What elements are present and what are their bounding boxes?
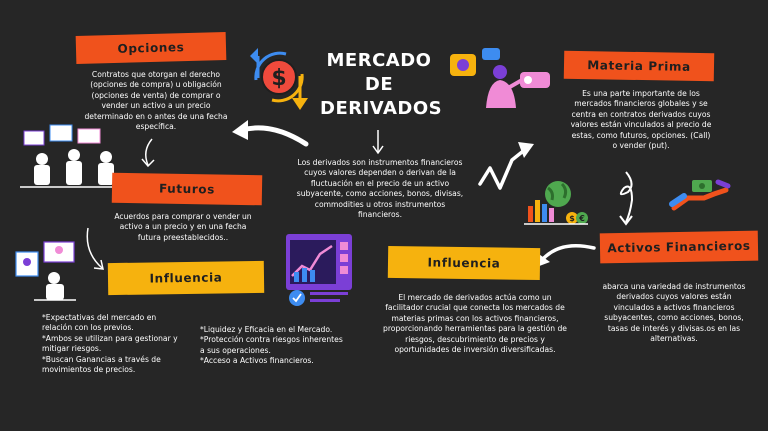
futuros-label: Futuros xyxy=(158,181,216,197)
arrow-title-center xyxy=(372,128,384,156)
arrow-center-materia-prima xyxy=(478,138,538,194)
influencia-left-text-b: *Liquidez y Eficacia en el Mercado. *Pro… xyxy=(200,325,343,366)
futuros-banner: Futuros xyxy=(111,172,263,206)
arrow-materia-activos xyxy=(612,170,642,228)
euro-coin-symbol: € xyxy=(578,214,585,223)
page-title: MERCADO DE DERIVADOS xyxy=(320,49,443,121)
money-hand-icon xyxy=(669,178,731,212)
woman-crypto-illustration xyxy=(448,46,552,110)
dollar-symbol: $ xyxy=(271,66,286,91)
dollar-coin-symbol: $ xyxy=(569,214,575,223)
influencia-left-banner: Influencia xyxy=(107,260,265,296)
influencia-center-label: Influencia xyxy=(427,255,501,271)
title-line-1: MERCADO DE xyxy=(326,50,432,95)
opciones-banner: Opciones xyxy=(75,32,227,64)
arrow-center-opciones xyxy=(232,118,310,148)
activos-financieros-text: abarca una variedad de instrumentos deri… xyxy=(602,282,746,344)
world-finance-icon: $ € xyxy=(524,178,588,228)
opciones-label: Opciones xyxy=(117,40,185,56)
dollar-exchange-icon: $ xyxy=(246,40,312,114)
influencia-left-label: Influencia xyxy=(149,270,223,286)
futuros-text: Acuerdos para comprar o vender un activo… xyxy=(114,212,252,242)
analytics-dashboard-icon xyxy=(282,232,356,308)
opciones-text: Contratos que otorgan el derecho (opcion… xyxy=(84,70,228,132)
activos-financieros-banner: Activos Financieros xyxy=(599,230,759,264)
materia-prima-text: Es una parte importante de los mercados … xyxy=(570,89,712,151)
activos-financieros-label: Activos Financieros xyxy=(607,238,751,256)
arrow-futuros-influencia xyxy=(80,226,110,274)
video-call-illustration xyxy=(14,240,78,302)
influencia-left-text-a: *Expectativas del mercado en relación co… xyxy=(42,313,178,375)
influencia-center-banner: Influencia xyxy=(387,245,541,281)
materia-prima-label: Materia Prima xyxy=(587,58,691,74)
arrow-opciones-futuros xyxy=(138,137,158,169)
materia-prima-banner: Materia Prima xyxy=(563,50,715,82)
people-meeting-illustration xyxy=(20,123,128,193)
central-definition-text: Los derivados son instrumentos financier… xyxy=(296,158,464,220)
title-line-2: DERIVADOS xyxy=(320,98,443,119)
influencia-center-text: El mercado de derivados actúa como un fa… xyxy=(383,293,567,355)
